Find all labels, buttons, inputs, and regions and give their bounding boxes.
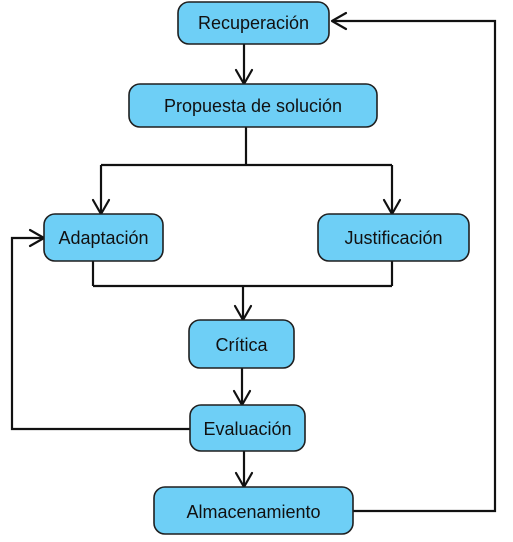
node-recuperacion: Recuperación (177, 1, 330, 45)
arrowhead-recuperacion-right (330, 11, 348, 31)
node-propuesta: Propuesta de solución (128, 83, 378, 128)
node-almacenamiento: Almacenamiento (153, 486, 354, 535)
edge-evaluacion-feedback-adaptacion (10, 236, 190, 431)
node-recuperacion-label: Recuperación (198, 13, 309, 33)
node-almacenamiento-label: Almacenamiento (186, 502, 320, 522)
node-evaluacion-label: Evaluación (203, 419, 291, 439)
node-justificacion: Justificación (317, 213, 470, 262)
node-critica: Crítica (188, 319, 295, 369)
node-justificacion-label: Justificación (344, 228, 442, 248)
node-critica-label: Crítica (215, 335, 268, 355)
node-adaptacion: Adaptación (43, 213, 164, 262)
node-adaptacion-label: Adaptación (58, 228, 148, 248)
node-evaluacion: Evaluación (189, 404, 306, 452)
node-propuesta-label: Propuesta de solución (164, 96, 342, 116)
edge-almacenamiento-feedback-recuperacion (332, 19, 497, 513)
